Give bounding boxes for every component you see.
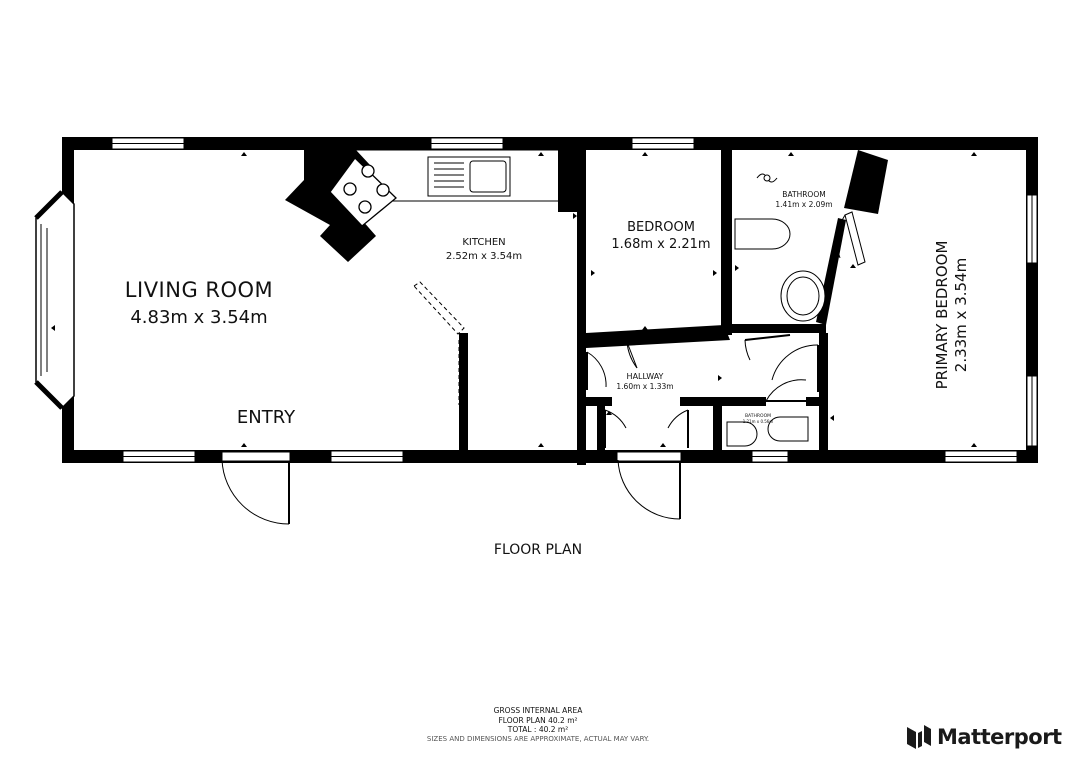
view-markers xyxy=(51,152,977,447)
matterport-logo-icon xyxy=(907,725,931,749)
brand-logo: Matterport xyxy=(906,722,1062,752)
plan-title: FLOOR PLAN xyxy=(494,542,582,558)
area-summary: GROSS INTERNAL AREA FLOOR PLAN 40.2 m² T… xyxy=(0,706,1076,744)
bathroom-small-name: BATHROOM xyxy=(745,413,771,419)
bathroom-main-dims: 1.41m x 2.09m xyxy=(775,200,832,209)
kitchen-opening xyxy=(413,281,468,405)
total-area: TOTAL : 40.2 m² xyxy=(507,725,569,734)
hallway-name: HALLWAY xyxy=(627,372,664,381)
primary-bedroom-name: PRIMARY BEDROOM xyxy=(933,241,951,390)
living-room-name: LIVING ROOM xyxy=(125,278,273,302)
bay-window xyxy=(34,190,75,410)
kitchen-name: KITCHEN xyxy=(462,237,505,248)
basin-small-icon xyxy=(767,416,809,442)
sink-icon xyxy=(427,156,511,197)
bedroom-dims: 1.68m x 2.21m xyxy=(611,237,710,252)
disclaimer: SIZES AND DIMENSIONS ARE APPROXIMATE, AC… xyxy=(426,734,650,743)
living-room-dims: 4.83m x 3.54m xyxy=(130,307,267,328)
bathroom-small-dims: 1.21m x 0.56m xyxy=(743,419,774,424)
toilet-icon xyxy=(734,218,791,250)
bathroom-fixtures xyxy=(726,173,826,447)
brand-name: Matterport xyxy=(937,725,1062,749)
entry-name: ENTRY xyxy=(237,407,296,428)
hob-icon xyxy=(329,157,397,227)
room-labels: LIVING ROOM 4.83m x 3.54m ENTRY KITCHEN … xyxy=(125,190,970,558)
kitchen-dims: 2.52m x 3.54m xyxy=(446,251,522,262)
floor-plan-area: FLOOR PLAN 40.2 m² xyxy=(498,715,578,725)
windows xyxy=(111,137,1038,463)
bathroom-main-name: BATHROOM xyxy=(782,190,825,199)
area-heading: GROSS INTERNAL AREA xyxy=(493,706,583,715)
primary-bedroom-dims: 2.33m x 3.54m xyxy=(952,258,970,372)
toilet-small-icon xyxy=(726,421,758,447)
doors xyxy=(221,211,866,525)
bedroom-name: BEDROOM xyxy=(627,220,695,235)
kitchen-counter xyxy=(356,149,558,202)
hallway-dims: 1.60m x 1.33m xyxy=(616,382,673,391)
